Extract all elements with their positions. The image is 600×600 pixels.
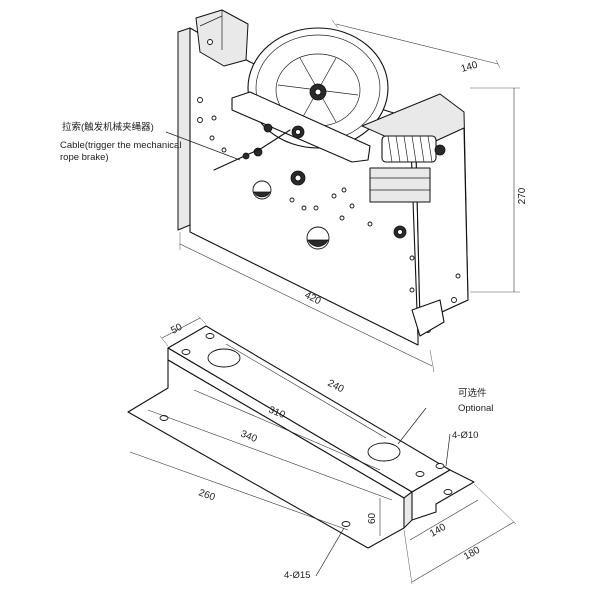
base-bracket — [127, 325, 475, 549]
bracket-web — [403, 491, 413, 529]
bracket-right-foot — [411, 469, 475, 521]
dim-base-height: 60 — [367, 512, 378, 524]
cable-label-en-1: Cable(trigger the mechanical — [60, 140, 181, 151]
dim-top-depth: 140 — [460, 60, 479, 75]
assembly-foot — [411, 299, 445, 337]
top-dimensions — [179, 19, 520, 373]
hole-10-b — [205, 333, 215, 339]
hole-10-a — [181, 349, 191, 355]
hole-10-d — [435, 463, 445, 469]
optional-leader — [397, 407, 427, 445]
rope-brake-assembly — [177, 9, 469, 346]
cable-label-en-2: rope brake) — [60, 152, 109, 163]
optional-label-en: Optional — [458, 403, 493, 414]
dim-top-height: 270 — [517, 187, 528, 204]
base-dimensions — [129, 315, 517, 585]
hole-15-label: 4-Ø15 — [284, 570, 310, 581]
brake-shoe — [369, 167, 431, 203]
compression-spring — [381, 135, 446, 163]
hole10-leader — [445, 433, 451, 467]
hole-10-c — [415, 471, 425, 477]
trigger-cable — [213, 129, 291, 171]
large-hole-optional-2 — [367, 442, 401, 462]
hole-15-c — [443, 489, 453, 495]
plate-fastener-holes — [197, 39, 461, 333]
hole-15-a — [159, 415, 169, 421]
hole15-leader — [315, 527, 345, 577]
cable-label-cn: 拉索(触发机械夹绳器) — [62, 121, 154, 133]
hole-15-b — [341, 521, 351, 527]
hole-10-label: 4-Ø10 — [452, 430, 478, 441]
dim-base-edge: 50 — [169, 322, 184, 337]
dim-base-140: 140 — [428, 522, 448, 540]
large-hole-optional-1 — [207, 348, 241, 368]
cable-leader — [165, 131, 241, 161]
dim-base-260: 260 — [197, 487, 217, 503]
optional-label-cn: 可选件 — [458, 387, 487, 399]
rear-flange — [177, 27, 191, 231]
dim-base-180: 180 — [462, 545, 482, 563]
dim-base-240: 240 — [326, 378, 346, 396]
